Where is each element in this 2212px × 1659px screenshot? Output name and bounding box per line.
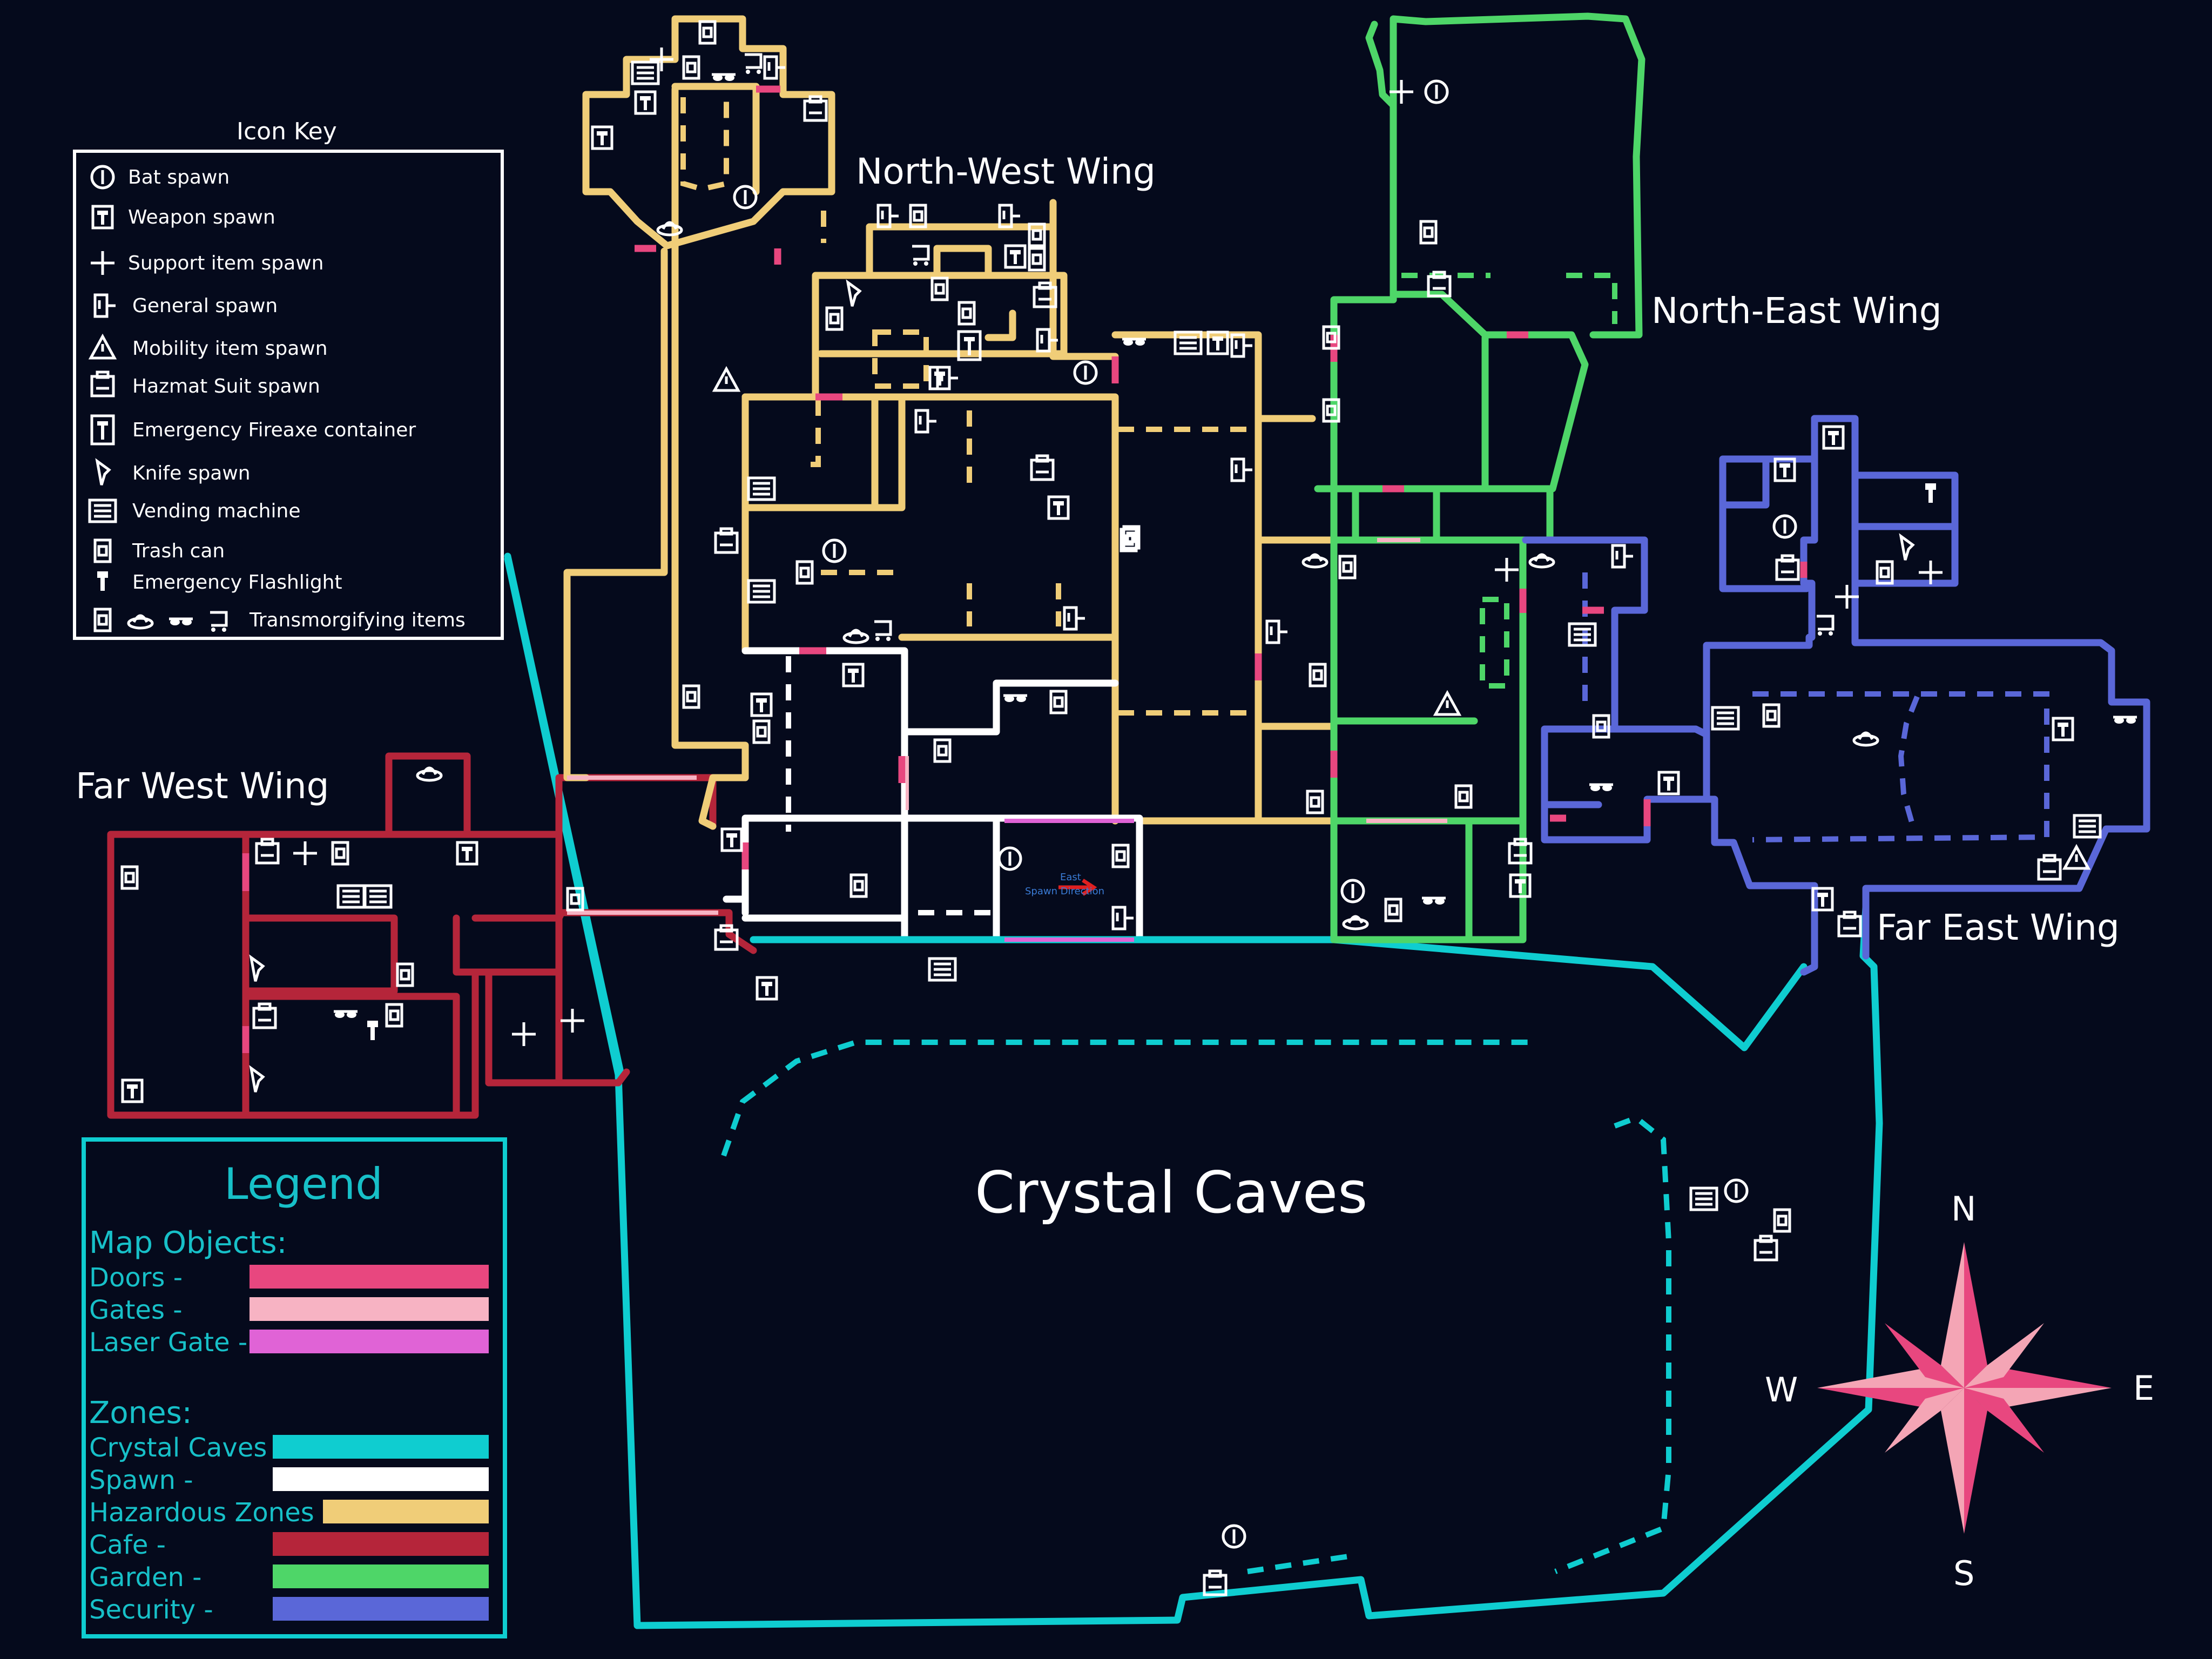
icon-key-label: General spawn [132, 295, 278, 317]
legend-swatch [273, 1597, 489, 1621]
legend-swatch [249, 1297, 489, 1321]
north-west-wing-label: North-West Wing [856, 151, 1156, 192]
legend-label: Gates - [89, 1295, 183, 1325]
legend-label: Cafe - [89, 1530, 166, 1560]
door-markers [242, 85, 1808, 1053]
legend-swatch [249, 1265, 489, 1289]
legend-swatch [323, 1500, 489, 1523]
icon-key-label: Mobility item spawn [132, 338, 328, 360]
legend: Legend Map Objects: Zones: Doors -Gates … [82, 1137, 507, 1638]
icon-key-label: Vending machine [132, 500, 300, 522]
compass-w: W [1765, 1370, 1798, 1410]
zones-title: Zones: [89, 1395, 192, 1431]
legend-swatch [273, 1564, 489, 1588]
crystal-caves-zone [504, 552, 1883, 1629]
legend-title: Legend [224, 1159, 383, 1209]
legend-swatch [273, 1435, 489, 1459]
spawn-marker-word: East [1060, 872, 1081, 883]
legend-label: Security - [89, 1595, 213, 1625]
security-zone [1522, 415, 2150, 976]
icon-key-label: Knife spawn [132, 462, 251, 484]
legend-swatch [249, 1330, 489, 1353]
compass-s: S [1953, 1554, 1974, 1593]
spawn-marker-sub: Spawn Direction [1025, 886, 1104, 897]
legend-swatch [273, 1532, 489, 1556]
legend-swatch [273, 1467, 489, 1491]
legend-label: Spawn - [89, 1465, 193, 1495]
compass-e: E [2133, 1368, 2154, 1408]
icon-key-label: Emergency Flashlight [132, 571, 342, 594]
map-objects-title: Map Objects: [89, 1225, 287, 1260]
icon-key-label: Emergency Fireaxe container [132, 419, 416, 441]
icon-key-label: Transmorgifying items [249, 609, 466, 631]
far-east-wing-label: Far East Wing [1877, 907, 2120, 948]
compass-n: N [1951, 1189, 1976, 1229]
cafe-zone [107, 752, 757, 1119]
legend-label: Laser Gate - [89, 1327, 247, 1358]
icon-key-label: Support item spawn [128, 252, 323, 274]
legend-label: Doors - [89, 1263, 183, 1293]
compass-rose: N E S W [1765, 1189, 2154, 1593]
icon-key-label: Hazmat Suit spawn [132, 375, 320, 397]
icon-key-label: Weapon spawn [128, 206, 275, 228]
spawn-direction-marker: East Spawn Direction [1025, 872, 1104, 897]
crystal-caves-label: Crystal Caves [975, 1159, 1367, 1226]
legend-label: Crystal Caves - [89, 1433, 285, 1463]
icon-key-label: Trash can [132, 540, 225, 562]
hazardous-zone [563, 15, 1338, 830]
north-east-wing-label: North-East Wing [1651, 290, 1942, 332]
icon-key-label: Bat spawn [128, 166, 230, 188]
legend-label: Garden - [89, 1562, 202, 1593]
icon-key-title: Icon Key [237, 118, 337, 145]
far-west-wing-label: Far West Wing [76, 765, 329, 807]
legend-label: Hazardous Zones - [89, 1498, 332, 1528]
